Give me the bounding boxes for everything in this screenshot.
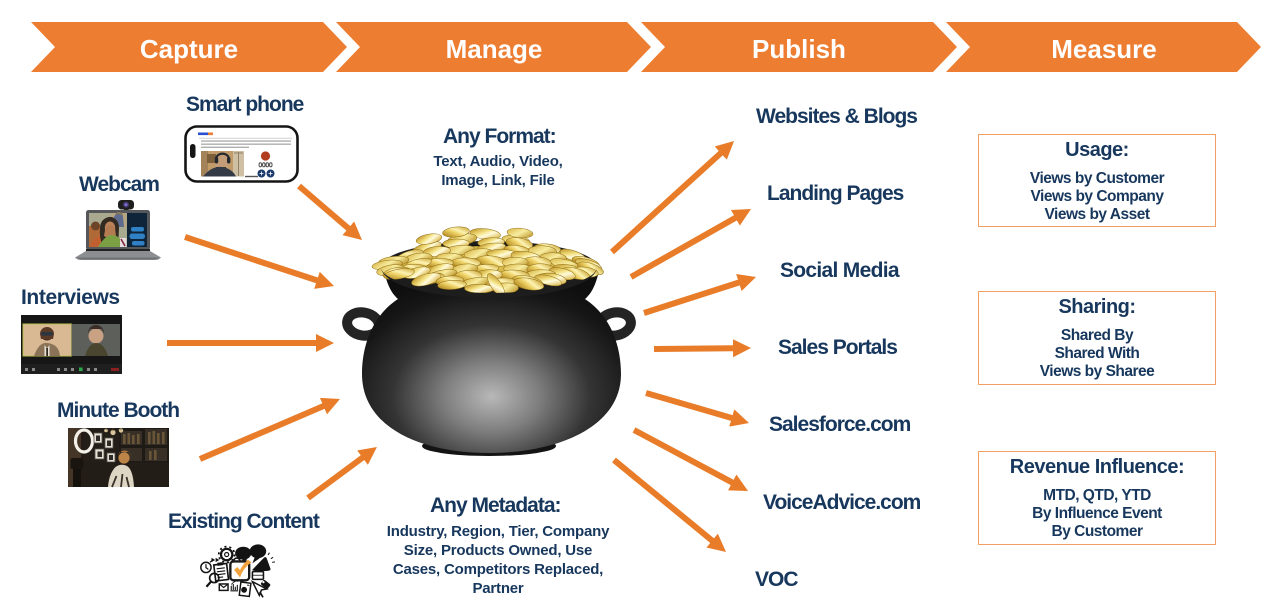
svg-text:Manage: Manage — [446, 34, 543, 64]
svg-text:Measure: Measure — [1051, 34, 1157, 64]
svg-text:Capture: Capture — [140, 34, 238, 64]
svg-text:Publish: Publish — [752, 34, 846, 64]
